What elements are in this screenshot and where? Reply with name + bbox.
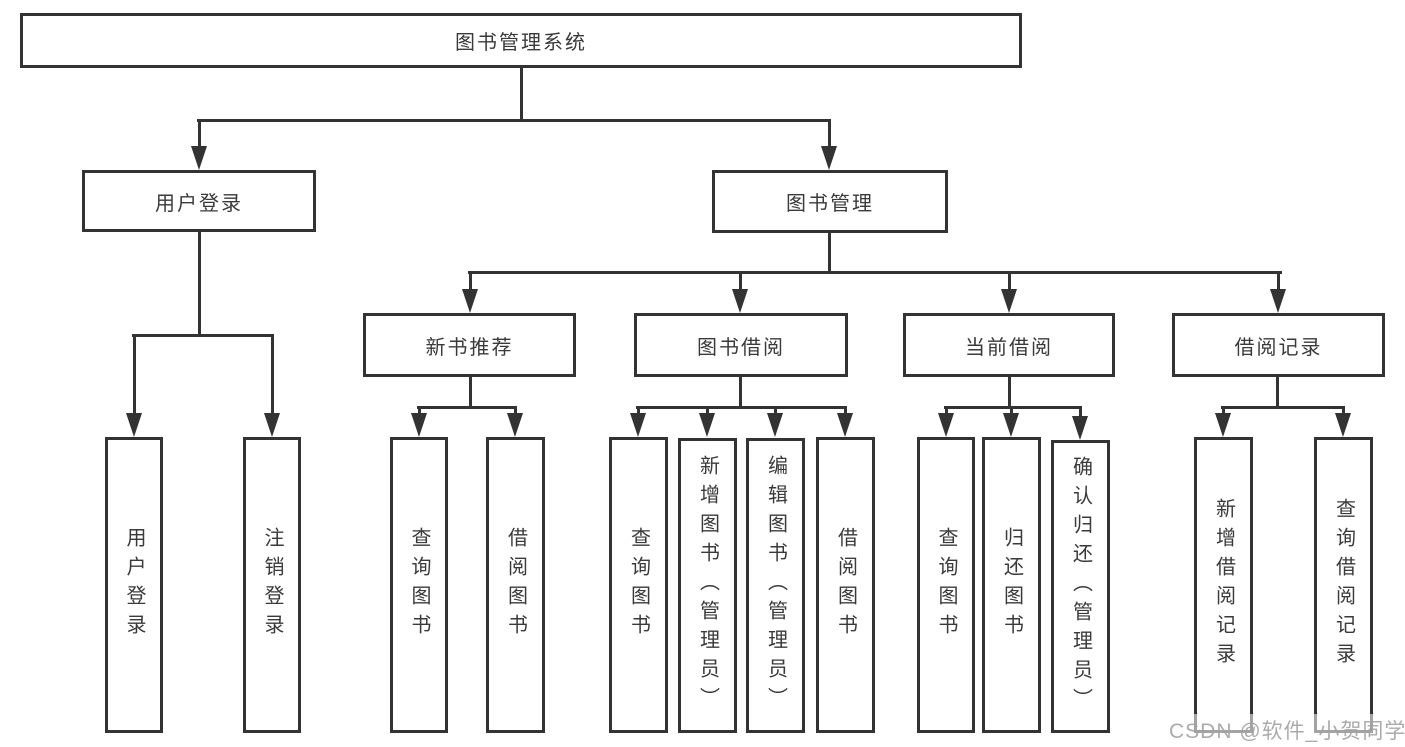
connector-line — [468, 271, 1282, 274]
arrow-down-icon — [1215, 413, 1231, 437]
connector-line — [844, 407, 847, 416]
connector-line — [520, 68, 523, 122]
connector-line — [469, 272, 472, 292]
arrow-down-icon — [1001, 289, 1017, 313]
connector-line — [637, 407, 640, 416]
leaf-borrow-borrow-books: 借阅图书 — [816, 437, 875, 733]
arrow-down-icon — [1270, 289, 1286, 313]
connector-line — [514, 407, 517, 416]
arrow-down-icon — [1335, 413, 1351, 437]
leaf-current-query-books: 查询图书 — [917, 437, 975, 733]
connector-line — [1276, 377, 1279, 408]
arrow-down-icon — [462, 289, 478, 313]
leaf-borrow-edit-books-admin: 编辑图书（管理员） — [746, 438, 805, 733]
connector-line — [197, 119, 831, 122]
node-book-borrow: 图书借阅 — [634, 313, 848, 377]
leaf-current-confirm-return-admin: 确认归还（管理员） — [1051, 440, 1110, 733]
connector-line — [132, 334, 274, 337]
arrow-down-icon — [767, 413, 783, 437]
connector-line — [1008, 377, 1011, 408]
connector-line — [828, 233, 831, 273]
connector-line — [1010, 407, 1013, 416]
node-user-login: 用户登录 — [82, 170, 316, 232]
node-current-borrow: 当前借阅 — [903, 313, 1115, 377]
leaf-borrow-add-books-admin: 新增图书（管理员） — [678, 438, 737, 733]
leaf-records-add-record: 新增借阅记录 — [1194, 437, 1253, 733]
connector-line — [133, 335, 136, 415]
connector-line — [417, 406, 517, 409]
connector-line — [1342, 407, 1345, 416]
leaf-recommend-query-books: 查询图书 — [390, 437, 448, 733]
connector-line — [944, 406, 1082, 409]
node-book-management: 图书管理 — [712, 170, 948, 233]
arrow-down-icon — [507, 413, 523, 437]
leaf-logout: 注销登录 — [243, 437, 301, 733]
connector-line — [198, 232, 201, 336]
arrow-down-icon — [837, 413, 853, 437]
arrow-down-icon — [126, 413, 142, 437]
leaf-user-login: 用户登录 — [105, 437, 163, 733]
connector-line — [271, 335, 274, 415]
connector-line — [706, 407, 709, 416]
leaf-borrow-query-books: 查询图书 — [609, 437, 668, 733]
arrow-down-icon — [1072, 416, 1088, 440]
arrow-down-icon — [821, 146, 837, 170]
connector-line — [739, 272, 742, 292]
arrow-down-icon — [699, 413, 715, 437]
connector-line — [1221, 406, 1345, 409]
node-borrow-records: 借阅记录 — [1172, 313, 1385, 377]
arrow-down-icon — [191, 146, 207, 170]
node-new-book-recommend: 新书推荐 — [363, 313, 576, 377]
leaf-records-query-record: 查询借阅记录 — [1314, 437, 1373, 733]
connector-line — [1277, 272, 1280, 292]
connector-line — [1222, 407, 1225, 416]
arrow-down-icon — [1003, 413, 1019, 437]
connector-line — [945, 407, 948, 416]
connector-line — [1008, 272, 1011, 292]
arrow-down-icon — [411, 413, 427, 437]
connector-line — [636, 406, 847, 409]
arrow-down-icon — [264, 413, 280, 437]
connector-line — [739, 377, 742, 408]
leaf-recommend-borrow-books: 借阅图书 — [486, 437, 545, 733]
arrow-down-icon — [938, 413, 954, 437]
arrow-down-icon — [630, 413, 646, 437]
connector-line — [1079, 407, 1082, 416]
connector-line — [418, 407, 421, 416]
connector-line — [774, 407, 777, 416]
leaf-current-return-books: 归还图书 — [982, 437, 1041, 733]
connector-line — [469, 377, 472, 408]
csdn-watermark: CSDN @软件_小贺同学 — [1166, 714, 1405, 746]
node-root: 图书管理系统 — [20, 13, 1022, 68]
connector-line — [198, 120, 201, 148]
arrow-down-icon — [732, 289, 748, 313]
connector-line — [828, 120, 831, 148]
